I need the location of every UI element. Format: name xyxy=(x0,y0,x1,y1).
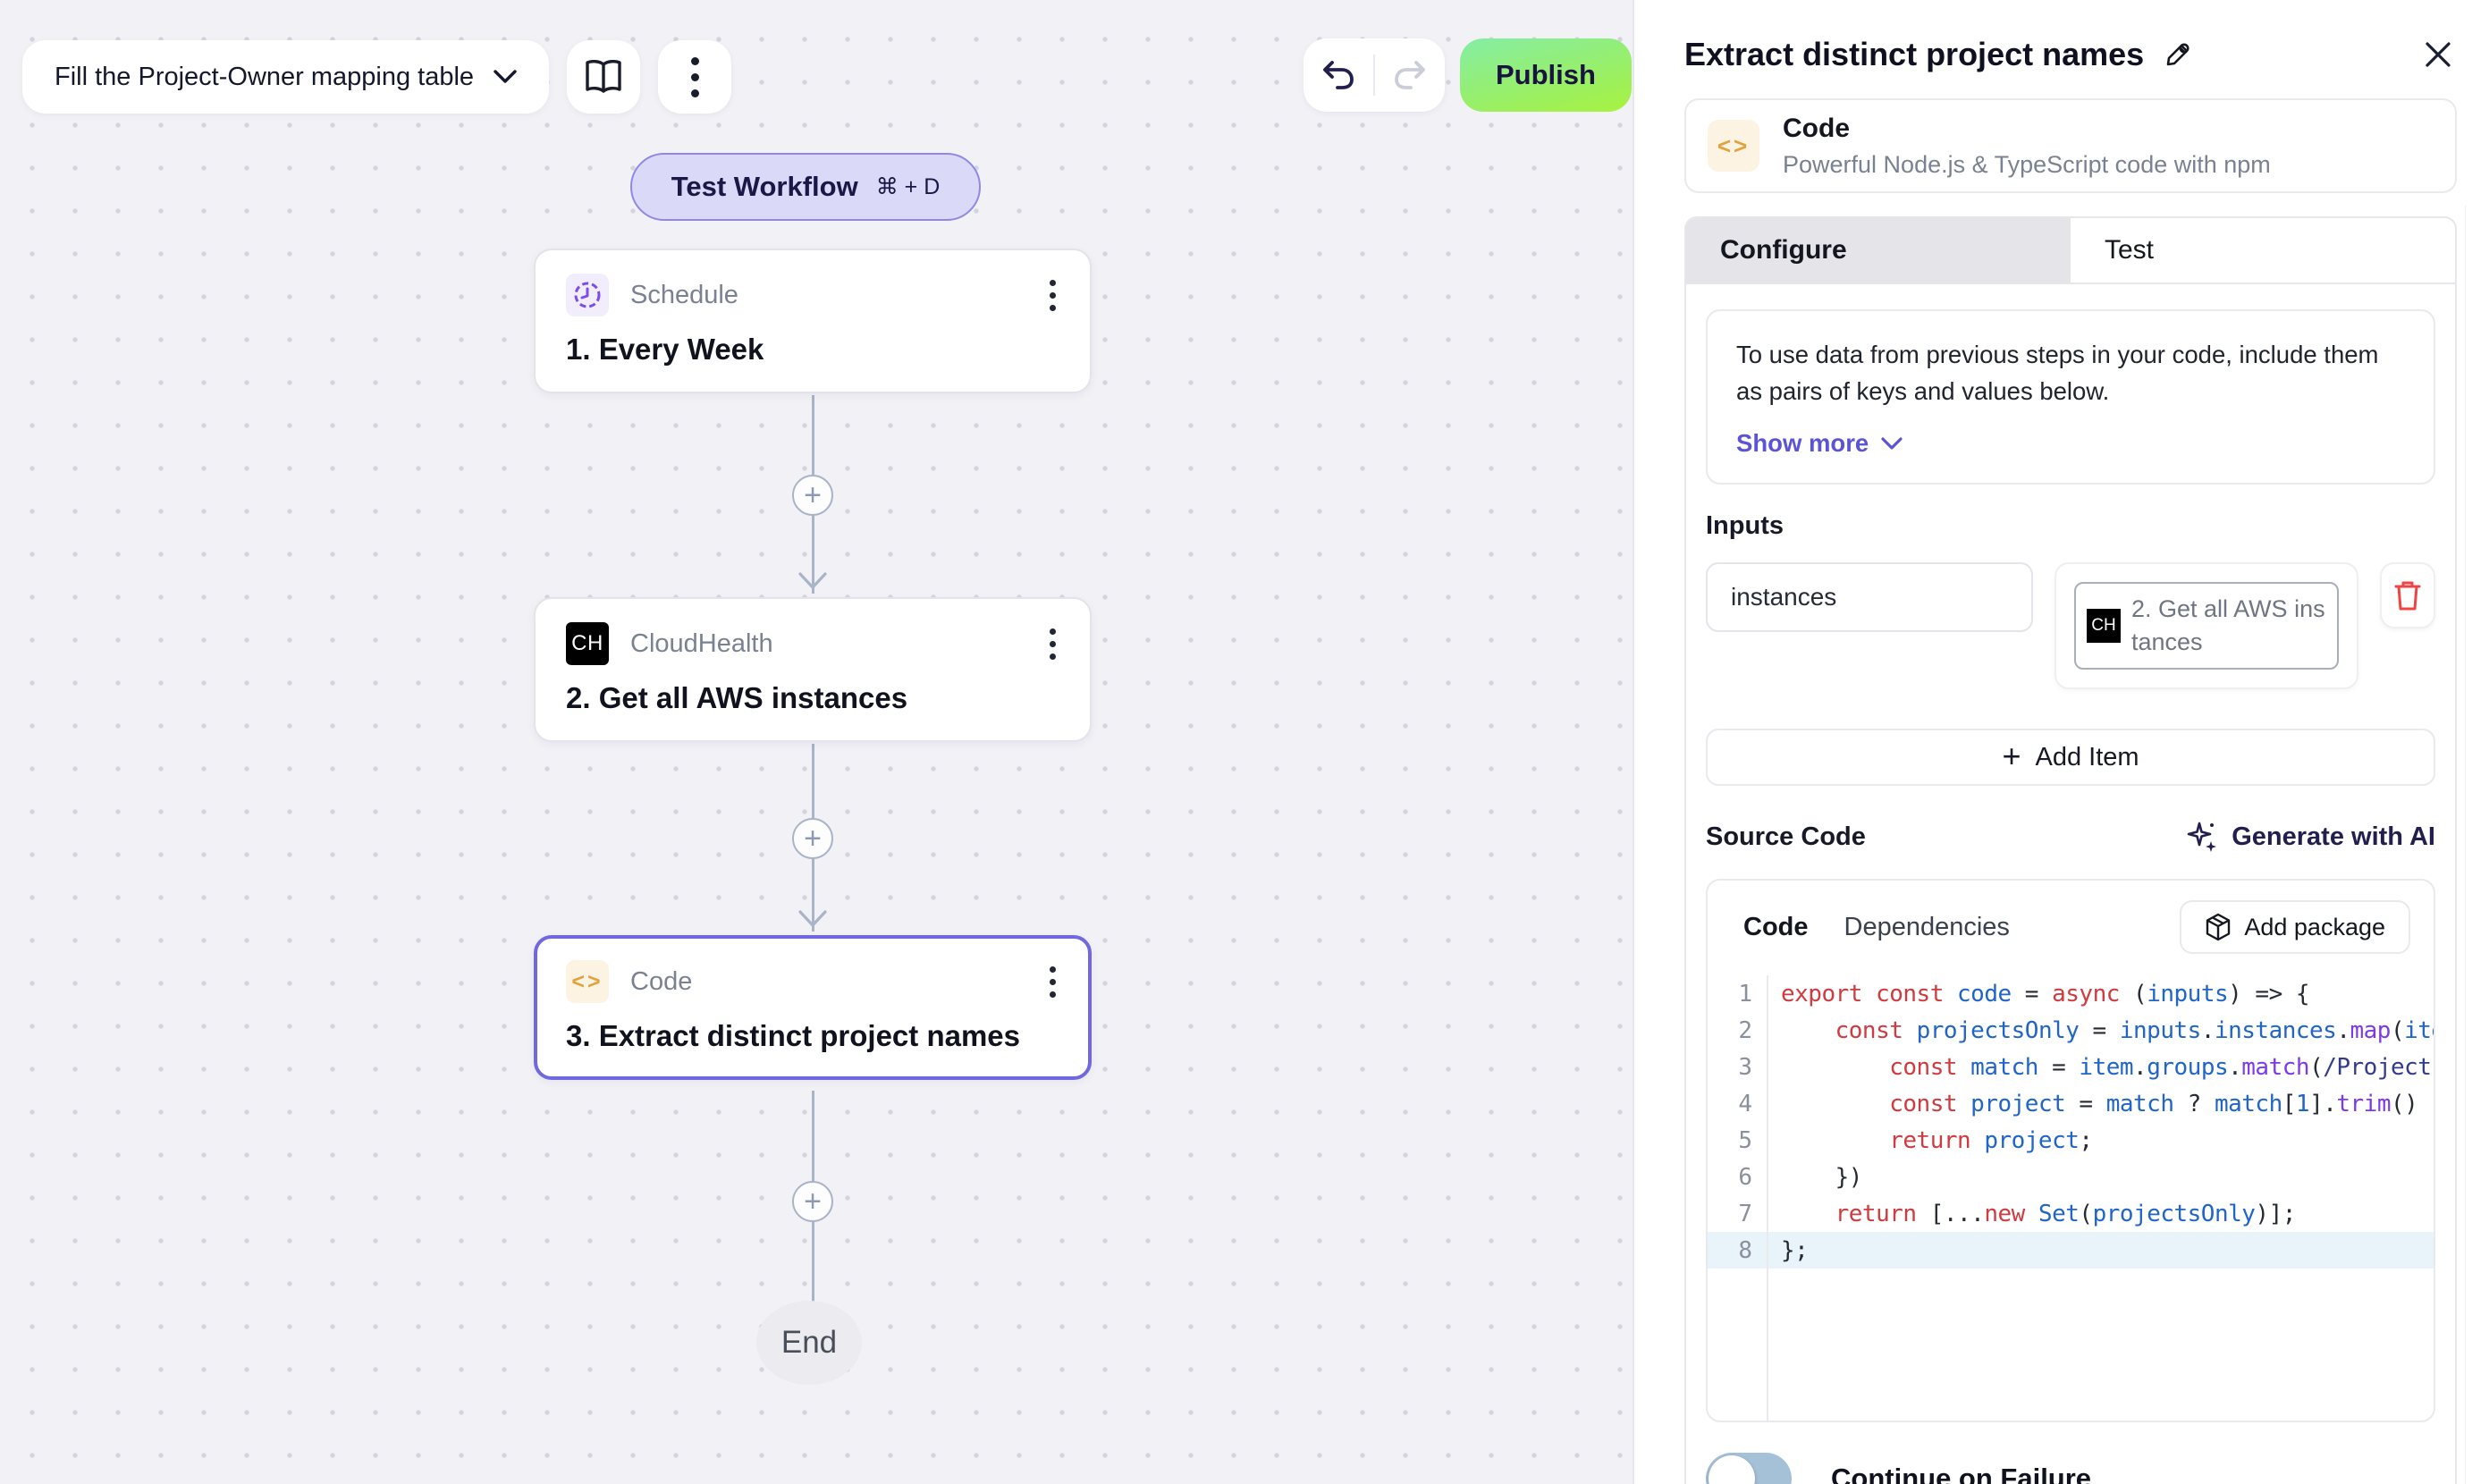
node-app-name: Code xyxy=(630,966,693,996)
node-menu-button[interactable] xyxy=(1046,625,1059,663)
workflow-selector-dropdown[interactable]: Fill the Project-Owner mapping table xyxy=(22,40,550,114)
test-workflow-button[interactable]: Test Workflow ⌘ + D xyxy=(630,153,981,221)
generate-with-ai-button[interactable]: Generate with AI xyxy=(2185,820,2435,854)
node-cloudhealth[interactable]: CH CloudHealth 2. Get all AWS instances xyxy=(534,597,1092,742)
add-step-button-2[interactable]: + xyxy=(792,818,833,859)
code-line[interactable]: 2 const projectsOnly = inputs.instances.… xyxy=(1738,1016,2434,1044)
tab-test[interactable]: Test xyxy=(2105,235,2155,265)
arrow-down-icon xyxy=(798,910,827,927)
inputs-label: Inputs xyxy=(1706,511,1784,540)
step-title: Extract distinct project names xyxy=(1684,36,2145,72)
chevron-down-icon xyxy=(1881,436,1903,450)
edit-title-button[interactable] xyxy=(2164,40,2192,69)
add-step-button-3[interactable]: + xyxy=(792,1181,833,1222)
info-text: To use data from previous steps in your … xyxy=(1736,341,2379,405)
undo-icon xyxy=(1323,61,1354,89)
show-more-link[interactable]: Show more xyxy=(1736,429,2405,458)
workflow-canvas[interactable]: Fill the Project-Owner mapping table xyxy=(0,0,1633,1484)
add-step-button-1[interactable]: + xyxy=(792,475,833,516)
panel-header: Extract distinct project names xyxy=(1684,36,2457,73)
node-code[interactable]: <> Code 3. Extract distinct project name… xyxy=(534,935,1092,1080)
app-card-name: Code xyxy=(1783,113,1850,143)
code-line[interactable]: 6 }) xyxy=(1738,1163,1862,1191)
chevron-down-icon xyxy=(494,70,517,84)
code-brackets-icon: <> xyxy=(1708,120,1759,172)
code-brackets-icon: <> xyxy=(566,960,609,1003)
schedule-clock-icon xyxy=(566,274,609,316)
node-title: 2. Get all AWS instances xyxy=(566,681,908,714)
panel-tab-bar: Configure Test xyxy=(1686,218,2455,284)
redo-icon xyxy=(1395,61,1425,89)
add-package-button[interactable]: Add package xyxy=(2180,900,2410,954)
undo-button[interactable] xyxy=(1304,60,1373,90)
node-schedule[interactable]: Schedule 1. Every Week xyxy=(534,249,1092,393)
input-mapping-row: CH 2. Get all AWS instances xyxy=(1706,562,2435,689)
configure-container: Configure Test To use data from previous… xyxy=(1684,216,2457,1484)
app-card[interactable]: <> Code Powerful Node.js & TypeScript co… xyxy=(1684,98,2457,193)
node-title: 1. Every Week xyxy=(566,333,764,366)
package-icon xyxy=(2206,913,2231,941)
plus-icon: + xyxy=(2002,737,2021,774)
gutter-divider xyxy=(1767,975,1768,1421)
code-line[interactable]: 8}; xyxy=(1708,1232,2434,1269)
sparkle-icon xyxy=(2187,822,2217,852)
undo-redo-group xyxy=(1304,38,1445,112)
close-panel-button[interactable] xyxy=(2419,36,2457,73)
code-line[interactable]: 7 return [...new Set(projectsOnly)]; xyxy=(1738,1200,2296,1227)
info-box: To use data from previous steps in your … xyxy=(1706,309,2435,485)
node-menu-button[interactable] xyxy=(1046,963,1059,1001)
continue-on-failure-label: Continue on Failure xyxy=(1831,1463,2092,1484)
editor-tab-dependencies[interactable]: Dependencies xyxy=(1844,912,2010,941)
delete-input-button[interactable] xyxy=(2380,562,2435,628)
trash-icon xyxy=(2394,581,2421,611)
docs-button[interactable] xyxy=(567,40,641,114)
cloudhealth-icon: CH xyxy=(2087,609,2121,643)
editor-tab-code[interactable]: Code xyxy=(1743,912,1809,941)
step-reference-chip[interactable]: CH 2. Get all AWS instances xyxy=(2074,582,2340,670)
continue-on-failure-row: Continue on Failure xyxy=(1706,1453,2435,1484)
close-icon xyxy=(2426,42,2451,67)
book-icon xyxy=(585,60,622,94)
continue-on-failure-toggle[interactable] xyxy=(1706,1453,1792,1484)
input-key-field[interactable] xyxy=(1706,562,2033,632)
redo-button[interactable] xyxy=(1375,60,1445,90)
panel-scrollbar-gutter[interactable] xyxy=(2465,206,2466,1484)
app-card-description: Powerful Node.js & TypeScript code with … xyxy=(1783,150,2271,178)
end-label: End xyxy=(780,1325,838,1360)
publish-button[interactable]: Publish xyxy=(1460,38,1632,112)
editor-header: Code Dependencies Add package xyxy=(1708,881,2434,970)
input-value-field[interactable]: CH 2. Get all AWS instances xyxy=(2054,562,2359,689)
tab-configure[interactable]: Configure xyxy=(1686,218,2071,282)
test-workflow-shortcut: ⌘ + D xyxy=(875,174,941,199)
kebab-menu-icon xyxy=(690,56,699,97)
workflow-selector-label: Fill the Project-Owner mapping table xyxy=(55,62,475,91)
step-config-panel: Extract distinct project names <> Code P… xyxy=(1633,0,2489,1484)
divider xyxy=(1373,55,1375,96)
add-item-button[interactable]: + Add Item xyxy=(1706,729,2435,786)
canvas-more-button[interactable] xyxy=(658,40,732,114)
node-menu-button[interactable] xyxy=(1046,276,1059,315)
source-code-label: Source Code xyxy=(1706,822,1866,851)
test-workflow-label: Test Workflow xyxy=(671,171,858,202)
node-app-name: Schedule xyxy=(630,280,738,309)
end-node[interactable]: End xyxy=(756,1301,862,1385)
node-app-name: CloudHealth xyxy=(630,628,773,658)
code-line[interactable]: 5 return project; xyxy=(1738,1126,2093,1154)
step-reference-label: 2. Get all AWS instances xyxy=(2131,595,2325,655)
cloudhealth-icon: CH xyxy=(566,622,609,665)
source-code-row: Source Code Generate with AI xyxy=(1706,820,2435,854)
code-line[interactable]: 3 const match = item.groups.match(/Proje… xyxy=(1738,1053,2432,1081)
arrow-down-icon xyxy=(798,572,827,589)
pencil-icon xyxy=(2166,43,2189,66)
toggle-knob xyxy=(1709,1455,1755,1484)
code-line[interactable]: 4 const project = match ? match[1].trim(… xyxy=(1738,1090,2418,1117)
canvas-toolbar-left: Fill the Project-Owner mapping table xyxy=(22,40,732,114)
node-title: 3. Extract distinct project names xyxy=(566,1019,1021,1052)
